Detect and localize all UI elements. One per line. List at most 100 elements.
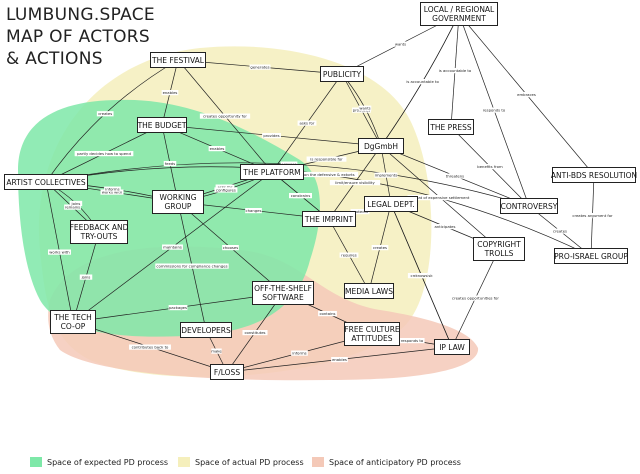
node-dggmbh: DgGmbH (358, 138, 404, 154)
edge-label-bg (163, 161, 177, 167)
edge-label: creates opportunity for (199, 113, 251, 119)
node-platform-label: THE PLATFORM (243, 167, 301, 177)
edge-label-bg (291, 350, 308, 356)
edge-label-text: changes (246, 208, 262, 213)
edge-label-text: commissions for compliance changes (156, 264, 227, 269)
edge-label: constrains (289, 193, 312, 199)
node-imprint: THE IMPRINT (302, 211, 356, 227)
edge-label-bg (161, 90, 179, 96)
edge-label-bg (104, 186, 121, 192)
edge-label: puts on the defensive & extorts (291, 171, 359, 178)
edge-label: provides (262, 133, 281, 139)
node-dggmbh-label: DgGmbH (363, 141, 399, 151)
edge-label: contributes back to (129, 344, 171, 350)
legend-actual: Space of actual PD process (178, 456, 304, 468)
edge-label: threatens (444, 173, 466, 179)
edge-label-bg (517, 92, 536, 98)
edge-label-bg (74, 151, 134, 157)
edge-label-text: anticipates (435, 224, 456, 229)
edge-label: remains (64, 204, 81, 210)
edge-label-bg (339, 252, 359, 258)
node-government: LOCAL / REGIONAL GOVERNMENT (420, 2, 498, 26)
edge-label-bg (444, 173, 466, 179)
edge-label: informs (104, 186, 121, 192)
edge-label-bg (242, 330, 268, 336)
edge-label: generates (249, 64, 271, 70)
edge-label-text: joins (81, 275, 91, 280)
edge-label-text: limit/ensure visibility (335, 180, 375, 185)
edge-label-bg (374, 172, 398, 178)
edge-label-bg (214, 187, 238, 193)
edge-label-text: is accountable to (439, 68, 472, 73)
edge-label-bg (297, 120, 317, 126)
edge-label-text: enables (163, 90, 178, 95)
edge-label-bg (415, 273, 428, 279)
edge-label-bg (306, 156, 347, 162)
node-free-culture: FREE CULTURE ATTITUDES (344, 322, 400, 346)
edge-label: creates opportunities for (448, 295, 503, 301)
edge-label-bg (245, 208, 262, 214)
node-legal-dept-label: LEGAL DEPT. (367, 199, 415, 209)
legend-anticipatory: Space of anticipatory PD process (312, 456, 461, 468)
edge-label-text: asks for (218, 185, 233, 190)
edge-label-text: implements (375, 173, 397, 178)
edge-label-bg (289, 193, 312, 199)
node-government-label-1: LOCAL / REGIONAL (423, 5, 495, 14)
edge-label-text: remains (65, 205, 80, 210)
edge-label-bg (350, 209, 370, 215)
edge-label-bg (448, 295, 503, 301)
edge-label: joins (79, 274, 93, 280)
edge-label-text: informs (105, 187, 119, 192)
node-free-culture-label-1: FREE CULTURE (344, 325, 400, 334)
node-working-group-label-2: GROUP (164, 202, 192, 211)
edge-label: enables (161, 90, 179, 96)
node-tech-coop-label-2: CO-OP (60, 322, 86, 331)
edge-label: enables (331, 357, 348, 363)
edge-label: is accountable to (436, 68, 474, 74)
edge-label: benefits from (475, 164, 505, 170)
edge-label: threat of expensive settlement (407, 195, 473, 201)
edge-label-text: works with (102, 190, 123, 195)
edge-label-text: packages (169, 305, 187, 310)
edge-label-text: wants (395, 42, 406, 47)
edge-label-bg (69, 200, 83, 207)
edge-label-bg (481, 107, 507, 113)
edge-label-text: enables (210, 146, 225, 151)
edge-label-bg (79, 274, 93, 280)
edge-label-text: creates (373, 245, 387, 250)
edge-label: creates argument for (570, 213, 615, 219)
node-ip-law-label: IP LAW (439, 342, 465, 352)
edge-label-bg (403, 79, 442, 85)
edge-label: contains (318, 311, 337, 317)
edge-label-bg (222, 245, 239, 251)
edge-label-text: creates opportunity for (203, 114, 247, 119)
edge-label-text: wants (359, 106, 370, 111)
node-tech-coop: THE TECH CO-OP (50, 310, 96, 334)
node-off-the-shelf-label-2: SOFTWARE (262, 293, 304, 302)
edge-label: make (211, 348, 222, 354)
node-floss-label: F/LOSS (213, 367, 241, 377)
map-title: LUMBUNG.SPACE MAP OF ACTORS & ACTIONS (6, 4, 155, 70)
node-developers-label: DEVELOPERS (181, 325, 231, 335)
node-copyright-trolls-label-1: COPYRIGHT (477, 240, 521, 249)
edge-label-bg (262, 133, 281, 139)
node-media-laws-label: MEDIA LAWS (345, 286, 393, 296)
edge-label-bg (129, 344, 171, 350)
edge-label-bg (570, 213, 615, 219)
edge-label: wants (358, 105, 372, 111)
node-developers: DEVELOPERS (180, 322, 232, 338)
edge-label-text: threatens (446, 174, 464, 179)
node-working-group-label-1: WORKING (159, 193, 197, 202)
node-off-the-shelf-label-1: OFF-THE-SHELF (254, 284, 312, 293)
edge-label-text: responds to (401, 338, 424, 343)
edge-label: anticipates (432, 224, 458, 230)
edge-label: joins (69, 200, 83, 207)
edge-label-bg (168, 305, 188, 311)
edge-label: commissions for compliance changes (155, 263, 229, 269)
edge-label-text: threat of expensive settlement (411, 195, 470, 200)
edge-label: limit/ensure visibility (329, 180, 381, 186)
edge-label-text: chooses (223, 245, 238, 250)
edge-label-text: creates (553, 229, 567, 234)
edge-label-bg (162, 244, 183, 250)
edge-label-text: enables (332, 357, 347, 362)
